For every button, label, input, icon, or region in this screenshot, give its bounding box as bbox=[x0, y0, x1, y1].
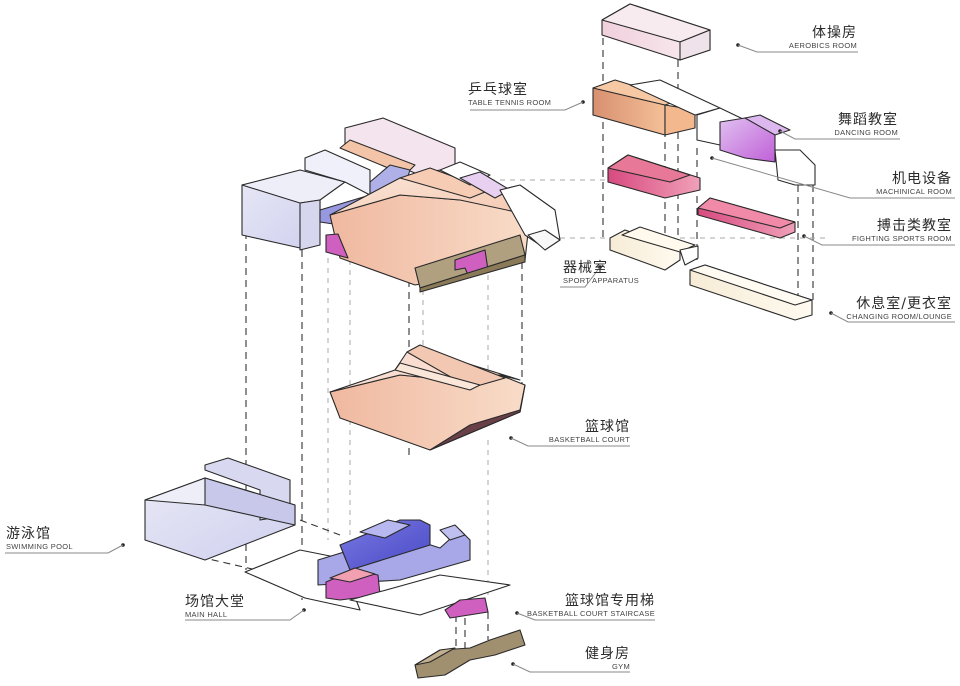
label-zh: 体操房 bbox=[812, 25, 857, 41]
lower-level bbox=[144, 457, 526, 679]
label-zh: 器械室 bbox=[563, 260, 608, 276]
label-zh: 乒乓球室 bbox=[468, 82, 528, 98]
label-en: FIGHTING SPORTS ROOM bbox=[851, 234, 952, 243]
label-en: MACHINICAL ROOM bbox=[876, 187, 952, 196]
label-en: CHANGING ROOM/LOUNGE bbox=[846, 312, 952, 321]
basketball-court-volume bbox=[329, 344, 526, 451]
label-basketball-court: 篮球馆 BASKETBALL COURT bbox=[549, 419, 630, 445]
label-en: TABLE TENNIS ROOM bbox=[468, 98, 552, 107]
label-basketball-court-staircase: 篮球馆专用梯 BASKETBALL COURT STAIRCASE bbox=[527, 593, 655, 619]
label-en: SWIMMING POOL bbox=[6, 542, 73, 551]
label-zh: 休息室/更衣室 bbox=[856, 296, 952, 312]
label-en: DANCING ROOM bbox=[834, 128, 898, 137]
label-zh: 搏击类教室 bbox=[877, 218, 952, 234]
label-machinical-room: 机电设备 MACHINICAL ROOM bbox=[876, 171, 952, 197]
label-sport-apparatus: 器械室 SPORT APPARATUS bbox=[563, 260, 639, 286]
label-zh: 机电设备 bbox=[892, 171, 952, 187]
right-exploded-cluster bbox=[592, 3, 816, 321]
label-en: MAIN HALL bbox=[185, 610, 228, 619]
label-zh: 场馆大堂 bbox=[185, 594, 245, 610]
label-changing-room-lounge: 休息室/更衣室 CHANGING ROOM/LOUNGE bbox=[846, 296, 952, 322]
label-zh: 游泳馆 bbox=[6, 526, 51, 542]
label-gym: 健身房 GYM bbox=[585, 646, 630, 672]
label-swimming-pool: 游泳馆 SWIMMING POOL bbox=[6, 526, 73, 552]
label-dancing-room: 舞蹈教室 DANCING ROOM bbox=[834, 112, 898, 138]
label-zh: 舞蹈教室 bbox=[838, 112, 898, 128]
leader-lines bbox=[5, 43, 955, 673]
label-zh: 篮球馆专用梯 bbox=[565, 593, 655, 609]
label-main-hall: 场馆大堂 MAIN HALL bbox=[185, 594, 245, 620]
label-en: BASKETBALL COURT bbox=[548, 435, 630, 444]
label-en: GYM bbox=[612, 662, 630, 671]
label-fighting-sports-room: 搏击类教室 FIGHTING SPORTS ROOM bbox=[852, 218, 952, 244]
label-zh: 健身房 bbox=[585, 646, 630, 662]
label-en: SPORT APPARATUS bbox=[563, 276, 640, 285]
label-table-tennis-room: 乒乓球室 TABLE TENNIS ROOM bbox=[468, 82, 551, 108]
label-zh: 篮球馆 bbox=[585, 419, 630, 435]
label-aerobics-room: 体操房 AEROBICS ROOM bbox=[789, 25, 857, 51]
upper-level-building bbox=[241, 117, 561, 293]
label-en: AEROBICS ROOM bbox=[788, 41, 857, 50]
label-en: BASKETBALL COURT STAIRCASE bbox=[527, 609, 655, 618]
